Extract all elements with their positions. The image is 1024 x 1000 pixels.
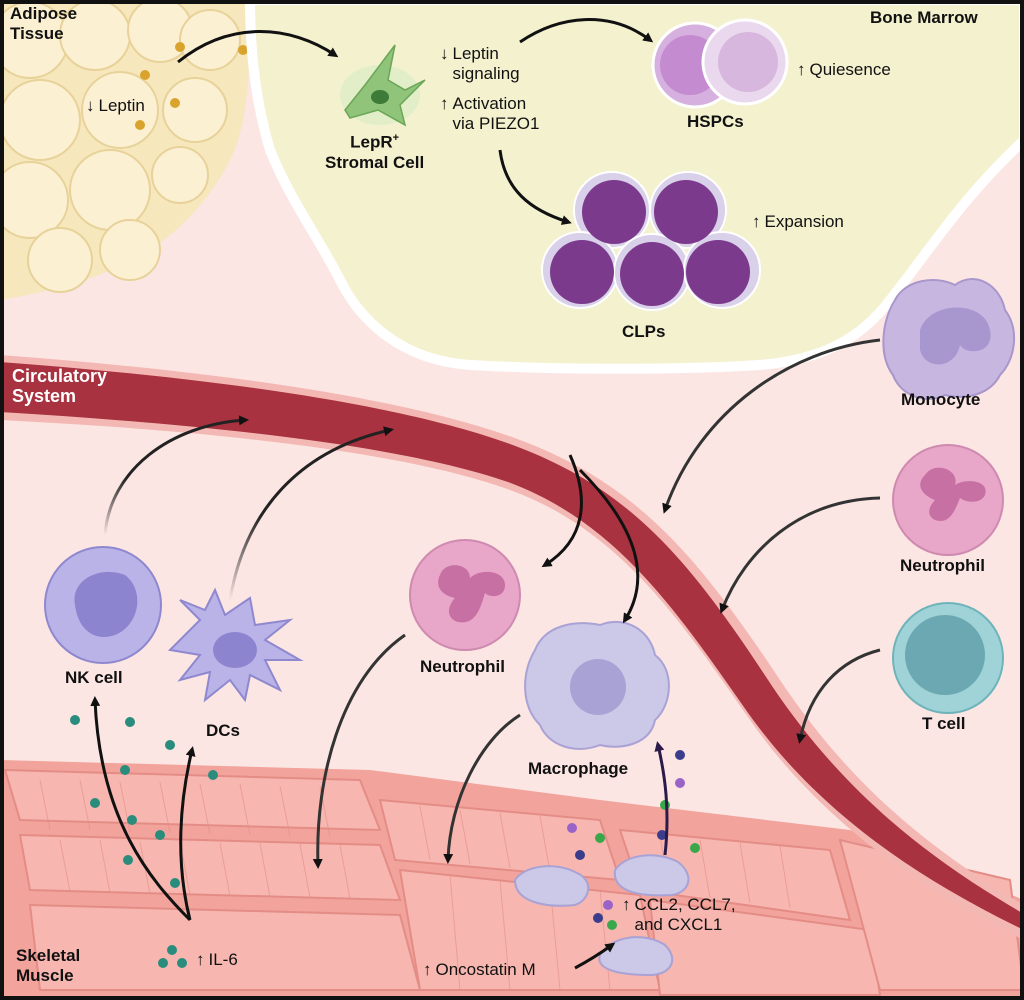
clps-label: CLPs — [622, 322, 666, 341]
monocyte-label: Monocyte — [901, 390, 981, 409]
skeletal-muscle — [0, 760, 1024, 1000]
up-arrow-icon: ↑ — [752, 212, 761, 231]
arrows — [90, 18, 881, 970]
leptin-signaling-annotation: ↓ Leptin signaling — [440, 44, 520, 84]
il6-label: IL-6 — [208, 950, 238, 969]
expansion-label: Expansion — [764, 212, 844, 231]
oncostatin-label: Oncostatin M — [435, 960, 536, 979]
hspcs-label: HSPCs — [687, 112, 744, 131]
nk-cell-label: NK cell — [65, 668, 123, 687]
circulatory-system-label: Circulatory System — [12, 366, 108, 406]
up-arrow-icon: ↑ — [423, 960, 432, 979]
adipose-tissue — [0, 0, 290, 300]
stromal-cell-line2: Stromal Cell — [325, 152, 425, 172]
dcs-icon — [167, 587, 304, 703]
muscle-macrophage-icons — [513, 854, 690, 977]
t-cell-label: T cell — [922, 714, 966, 733]
neutrophil-mid-icon — [409, 539, 521, 651]
activation-annotation: ↑ Activation via PIEZO1 — [440, 94, 539, 134]
up-arrow-icon: ↑ — [440, 94, 449, 113]
chemokines-label: CCL2, CCL7, and CXCL1 — [634, 895, 736, 934]
chemokines-annotation: ↑ CCL2, CCL7, and CXCL1 — [622, 895, 736, 935]
dcs-label: DCs — [206, 721, 241, 740]
chemokine-dots — [567, 750, 700, 930]
quiesence-annotation: ↑ Quiesence — [797, 60, 891, 80]
neutrophil-right-label: Neutrophil — [900, 556, 985, 575]
down-arrow-icon: ↓ — [86, 96, 95, 115]
stromal-cell-label: LepR+ Stromal Cell — [325, 128, 424, 173]
monocyte-icon — [882, 278, 1016, 400]
nk-cell-icon — [44, 546, 162, 664]
up-arrow-icon: ↑ — [622, 895, 631, 914]
macrophage-label: Macrophage — [528, 759, 629, 778]
bone-marrow-label: Bone Marrow — [870, 8, 978, 27]
stromal-cell-sup: + — [392, 132, 400, 144]
neutrophil-mid-label: Neutrophil — [420, 657, 505, 676]
macrophage-icon — [524, 620, 670, 750]
up-arrow-icon: ↑ — [797, 60, 806, 79]
stromal-cell-name: LepR — [350, 132, 393, 152]
leptin-annotation: ↓ Leptin — [86, 96, 145, 116]
blood-vessel — [0, 355, 1024, 940]
oncostatin-annotation: ↑ Oncostatin M — [423, 960, 536, 980]
quiesence-label: Quiesence — [809, 60, 891, 79]
activation-label: Activation via PIEZO1 — [452, 94, 540, 133]
leptin-label: Leptin — [98, 96, 145, 115]
t-cell-icon — [892, 602, 1004, 714]
adipose-tissue-label: Adipose Tissue — [10, 4, 78, 43]
neutrophil-right-icon — [892, 444, 1004, 556]
skeletal-muscle-label: Skeletal Muscle — [16, 946, 81, 985]
leptin-signaling-label: Leptin signaling — [452, 44, 520, 83]
down-arrow-icon: ↓ — [440, 44, 449, 63]
stromal-cell-icon — [340, 44, 426, 127]
clps-icon — [541, 171, 761, 311]
hspcs-icon — [651, 18, 789, 109]
il6-dots — [70, 715, 218, 968]
il6-annotation: ↑ IL-6 — [196, 950, 238, 970]
expansion-annotation: ↑ Expansion — [752, 212, 844, 232]
up-arrow-icon: ↑ — [196, 950, 205, 969]
